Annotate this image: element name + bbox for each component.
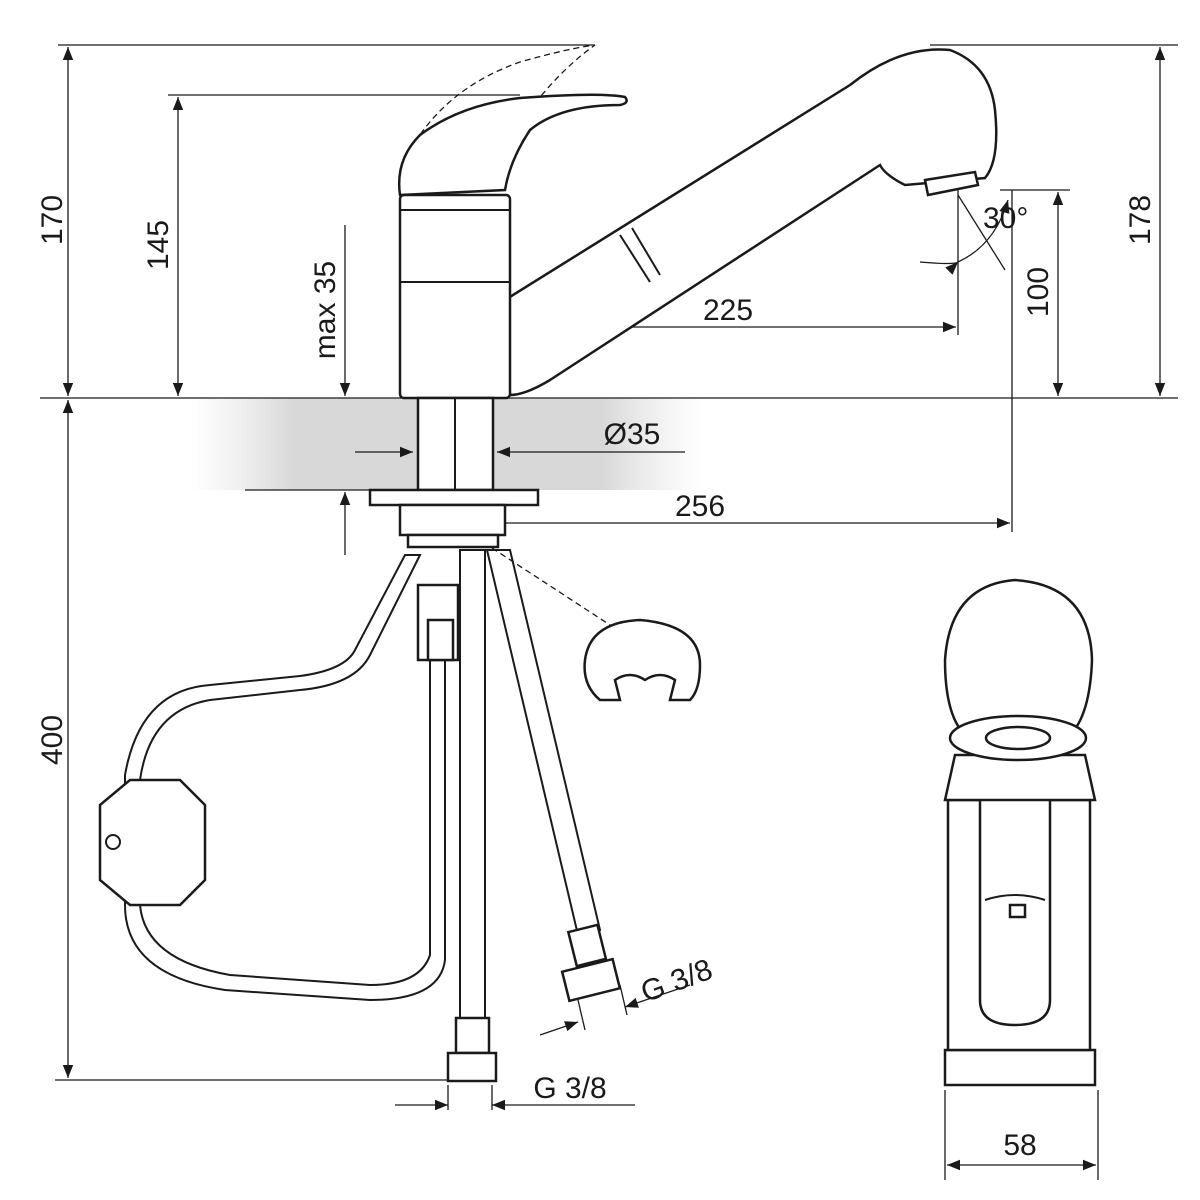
pullout-hose: [124, 554, 446, 1002]
dim-256-label: 256: [675, 490, 725, 523]
front-collar: [943, 753, 1097, 802]
spout: [503, 48, 998, 397]
thread-label-lower: G 3/8: [533, 1072, 606, 1105]
lever-alt-position: [404, 44, 596, 191]
supply-hose-1: [459, 549, 486, 1021]
dim-145-label: 145: [142, 220, 175, 270]
front-base: [943, 1048, 1097, 1087]
extension-lines: [55, 44, 1178, 1180]
hoses: [98, 547, 702, 1083]
faucet-front-view: [943, 578, 1097, 1087]
lever: [398, 93, 628, 197]
mounting-plate: [368, 488, 540, 507]
faucet-side-view: [368, 44, 998, 549]
dim-225-label: 225: [703, 294, 753, 327]
dim-170-label: 170: [36, 195, 69, 245]
dim-30deg-label: 30°: [983, 202, 1028, 235]
dim-100-label: 100: [1022, 267, 1055, 317]
front-head: [943, 578, 1094, 737]
weight-block: [98, 778, 207, 907]
spray-nozzle: [923, 170, 980, 197]
connector-2: [560, 957, 622, 1003]
dim-400-label: 400: [36, 715, 69, 765]
thread-label-diagonal: G 3/8: [637, 953, 717, 1009]
faucet-body: [398, 193, 512, 400]
supply-hose-2: [485, 549, 602, 937]
dim-178-label: 178: [1124, 195, 1157, 245]
dim-58-label: 58: [1003, 1129, 1036, 1162]
dim-diameter-label: Ø35: [604, 418, 661, 451]
retaining-clip: [583, 618, 702, 702]
dim-max35-label: max 35: [309, 261, 342, 359]
connector-1: [446, 1051, 498, 1083]
